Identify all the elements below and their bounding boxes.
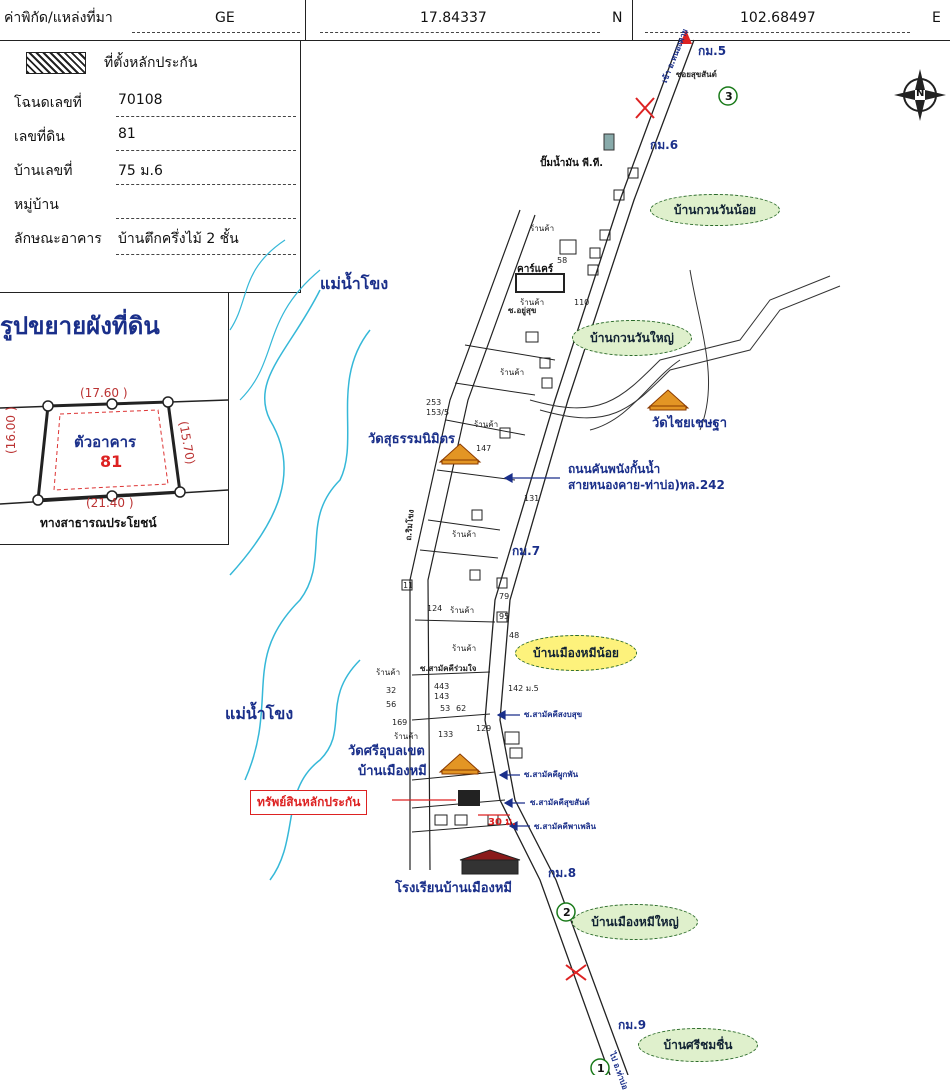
km-marker-8: กม.8 <box>548 866 577 880</box>
house-number: 32 <box>386 686 397 695</box>
lon-value: 102.68497 <box>740 10 816 26</box>
house-number: 142 ม.5 <box>508 684 539 693</box>
soi-phookphan: ซ.สามัคคีผูกพัน <box>524 770 579 779</box>
shop-label: ร้านค้า <box>474 420 499 429</box>
village-kuanwan-noi: บ้านกวนวันน้อย <box>650 194 780 226</box>
house-number: 58 <box>557 256 568 265</box>
river-label-bottom: แม่น้ำโขง <box>225 704 294 723</box>
carcare-label: คาร์แคร์ <box>517 264 554 275</box>
collateral-label: ทรัพย์สินหลักประกัน <box>250 790 368 815</box>
km-marker-7: กม.7 <box>512 544 541 558</box>
collateral-legend-swatch <box>26 52 86 74</box>
soi-sangobsuk: ซ.สามัคคีสงบสุข <box>524 710 583 719</box>
house-number: 95 <box>499 612 510 621</box>
house-number: 143 <box>434 692 450 701</box>
temple-sri-ubon: วัดศรีอุบลเขต <box>348 744 425 759</box>
gas-station-label: ปั๊มน้ำมัน พี.ที. <box>540 158 604 169</box>
circle-number: 3 <box>725 90 733 103</box>
house-number: 48 <box>509 631 520 640</box>
house-number: 110 <box>574 298 590 307</box>
house-number: 79 <box>499 592 510 601</box>
km-marker-9: กม.9 <box>618 1018 647 1032</box>
collateral-info-panel: ที่ตั้งหลักประกัน โฉนดเลขที่ 70108 เลขที… <box>0 40 301 293</box>
km-marker-5: กม.5 <box>698 44 727 58</box>
road-suksan: ซอยสุขสันต์ <box>676 70 717 79</box>
house-number: 62 <box>456 704 467 713</box>
inset-title: รูปขยายผังที่ดิน <box>0 312 160 340</box>
land-no-value: 81 <box>118 126 136 142</box>
river-road-label: ถ.ริมโขง <box>403 509 416 541</box>
village-label: หมู่บ้าน <box>14 197 59 213</box>
soi-ruamjai: ซ.สามัคคีร่วมใจ <box>420 664 477 673</box>
shop-label: ร้านค้า <box>530 224 555 233</box>
legend-label: ที่ตั้งหลักประกัน <box>104 55 198 71</box>
dim-top: (17.60 ) <box>80 386 128 400</box>
temple-muangmee: บ้านเมืองหมี <box>358 764 427 779</box>
dim-bottom: (21.40 ) <box>86 496 134 510</box>
house-number: 11 <box>403 581 414 590</box>
shop-label: ร้านค้า <box>520 298 545 307</box>
building-type-value: บ้านตึกครึ่งไม้ 2 ชั้น <box>118 231 239 247</box>
km-marker-6: กม.6 <box>650 138 679 152</box>
soi-suksan: ซ.สามัคคีสุขสันต์ <box>530 798 590 807</box>
building-type-label: ลักษณะอาคาร <box>14 231 102 247</box>
building-label: ตัวอาคาร <box>74 433 137 451</box>
soi-paplern: ซ.สามัคคีพาเพลิน <box>534 822 596 831</box>
village-srichomchuen: บ้านศรีชมชื่น <box>638 1028 758 1062</box>
house-number: 124 <box>427 604 443 613</box>
plot-diagram <box>0 396 228 506</box>
house-number: 169 <box>392 718 408 727</box>
temple-chaiyachetha: วัดไชยเชษฐา <box>652 416 728 431</box>
house-number: 129 <box>476 724 492 733</box>
house-number: 53 <box>440 704 451 713</box>
building-number: 81 <box>100 452 123 471</box>
lat-value: 17.84337 <box>420 10 487 26</box>
house-no-value: 75 ม.6 <box>118 163 163 179</box>
lat-dir: N <box>612 10 623 26</box>
shop-label: ร้านค้า <box>394 732 419 741</box>
house-number: 443 <box>434 682 450 691</box>
shop-label: ร้านค้า <box>452 530 477 539</box>
deed-label: โฉนดเลขที่ <box>14 95 82 111</box>
lon-dir: E <box>932 10 941 26</box>
land-no-label: เลขที่ดิน <box>14 129 65 145</box>
house-number: 147 <box>476 444 492 453</box>
distance-label: 30 ม. <box>488 817 516 828</box>
house-number: 253 <box>426 398 442 407</box>
coord-source-value: GE <box>215 10 235 26</box>
circle-number: 2 <box>563 906 571 919</box>
temple-suthammanimit: วัดสุธรรมนิมิตร <box>368 432 456 447</box>
soi-yoosuk: ซ.อยู่สุข <box>508 306 537 315</box>
levee-road-line1: ถนนคันพนังกั้นน้ำ <box>568 462 661 476</box>
house-number: 56 <box>386 700 397 709</box>
house-number: 133 <box>438 730 454 739</box>
house-no-label: บ้านเลขที่ <box>14 163 73 179</box>
shop-label: ร้านค้า <box>450 606 475 615</box>
village-muangmee-yai: บ้านเมืองหมีใหญ่ <box>572 904 698 940</box>
coordinate-bar: ค่าพิกัด/แหล่งที่มา GE 17.84337 N 102.68… <box>0 0 950 41</box>
house-number: 131 <box>524 494 540 503</box>
land-plot-inset: รูปขยายผังที่ดิน (17.60 ) (16.00 ) (15.7… <box>0 292 229 545</box>
road-label: ทางสาธารณประโยชน์ <box>40 516 157 530</box>
village-kuanwan-yai: บ้านกวนวันใหญ่ <box>572 320 692 356</box>
village-muangmee-noi: บ้านเมืองหมีน้อย <box>515 635 637 671</box>
shop-label: ร้านค้า <box>500 368 525 377</box>
shop-label: ร้านค้า <box>452 644 477 653</box>
levee-road-line2: สายหนองคาย-ท่าบ่อ)ทล.242 <box>568 478 725 492</box>
house-number: 153/5 <box>426 408 450 417</box>
river-label-top: แม่น้ำโขง <box>320 274 389 293</box>
shop-label: ร้านค้า <box>376 668 401 677</box>
coord-source-label: ค่าพิกัด/แหล่งที่มา <box>4 10 113 26</box>
deed-value: 70108 <box>118 92 163 108</box>
school-label: โรงเรียนบ้านเมืองหมี <box>395 881 512 896</box>
circle-number: 1 <box>597 1062 605 1075</box>
